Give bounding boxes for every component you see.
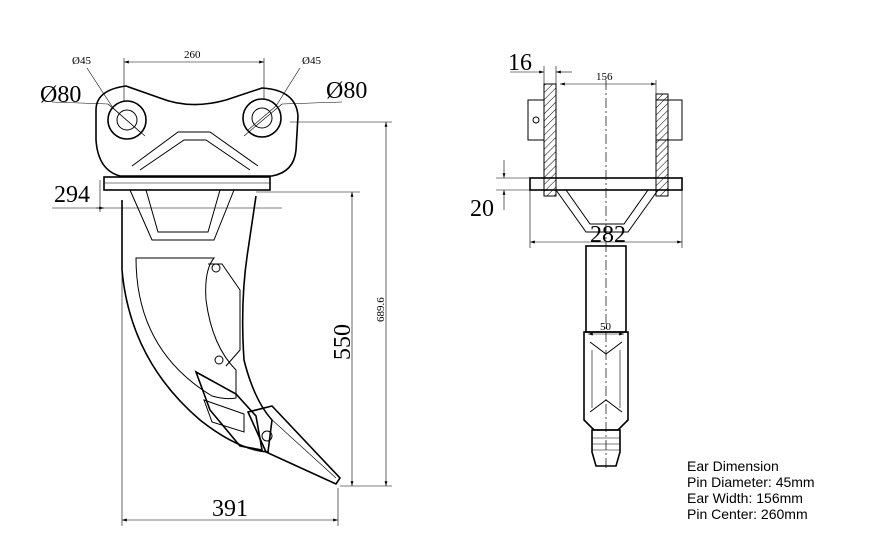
tooth-adapter [194,370,263,451]
legend-pin-diameter: Pin Diameter: 45mm [687,474,815,490]
right-pin-hole [251,107,273,129]
dim-plate-width: 294 [54,182,90,208]
top-plate [103,176,271,191]
right-ear-plate [655,93,669,197]
ear-dimension-legend: Ear Dimension Pin Diameter: 45mm Ear Wid… [687,458,815,522]
dim-right-boss-dia: Ø80 [326,78,367,104]
right-boss [242,98,282,138]
dim-pin-center: 260 [184,49,201,61]
dim-ear-width: 156 [596,71,613,83]
dim-shank-length: 550 [330,324,356,360]
dim-left-pin-dia: Ø45 [72,55,91,67]
dim-left-boss-dia: Ø80 [40,82,81,108]
legend-title: Ear Dimension [687,458,779,474]
dim-overall-height: 689.6 [375,297,387,322]
legend-ear-width: Ear Width: 156mm [687,490,803,506]
dim-shank-width: 50 [600,321,612,333]
front-tooth-tip [591,429,621,467]
side-view: Ø45 Ø80 260 Ø45 Ø80 294 550 689.6 391 [40,49,392,526]
ripper-tooth [246,405,342,486]
dim-plate-thickness: 16 [508,50,532,76]
shank-body [121,195,273,453]
base-plate [529,177,683,191]
dim-base-thickness: 20 [470,196,494,222]
dim-overall-width: 391 [212,496,248,522]
shank-cutout [135,257,237,400]
left-boss [107,100,147,140]
legend-pin-center: Pin Center: 260mm [687,506,808,522]
dim-base-width: 282 [590,222,626,248]
dim-right-pin-dia: Ø45 [302,55,321,67]
left-pin-hole [116,109,138,131]
left-ear-plate [543,83,557,197]
front-view: 16 156 20 282 50 [470,50,683,470]
mounting-bracket [95,85,299,177]
